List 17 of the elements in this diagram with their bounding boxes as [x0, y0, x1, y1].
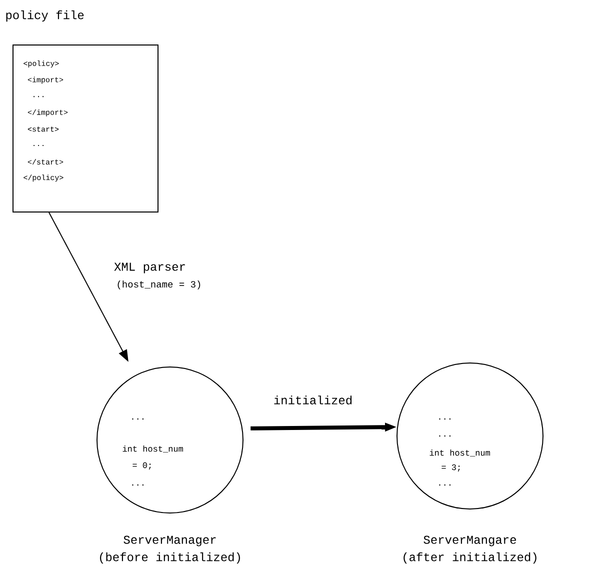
code-line: = 0;: [132, 462, 151, 470]
code-line: ...: [132, 484, 144, 486]
code-line: = 3;: [442, 464, 460, 472]
edge-label: initialized: [274, 396, 352, 404]
edge-label: XML parser: [114, 262, 185, 274]
node-label: ServerMangare: [424, 536, 516, 546]
edge-note: (host_name = 3): [118, 280, 200, 290]
heading: policy file: [6, 10, 84, 22]
code-line: int host_num: [430, 449, 490, 457]
node-label: (after initialized): [404, 552, 536, 564]
code-line: int host_num: [122, 445, 183, 453]
code-line: ...: [439, 484, 450, 486]
node-label: (before initialized): [100, 552, 240, 564]
code-line: ...: [132, 418, 144, 420]
code-line: ...: [439, 418, 450, 420]
node-label: ServerManager: [124, 536, 216, 546]
code-line: ...: [439, 435, 450, 437]
